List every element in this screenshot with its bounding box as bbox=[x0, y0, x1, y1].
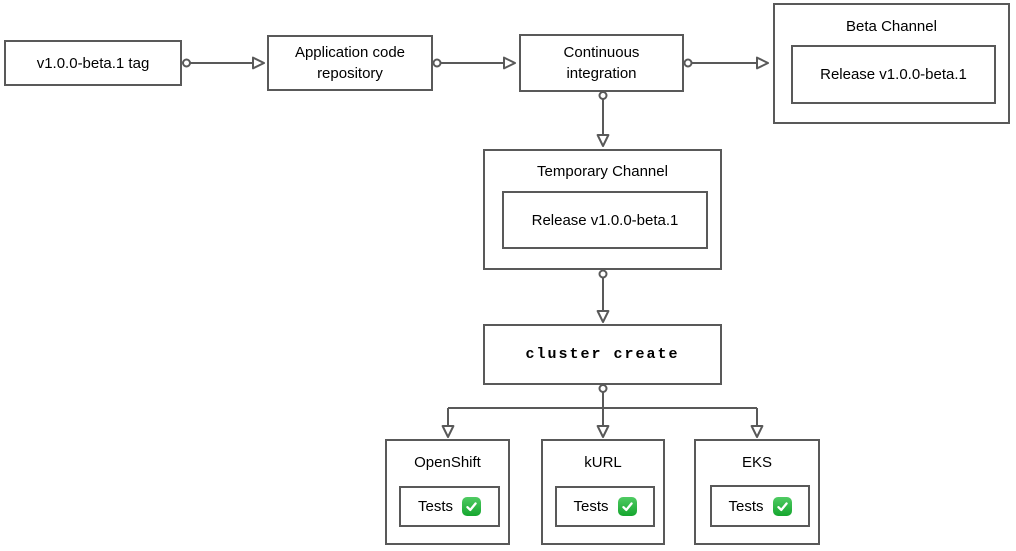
node-ci-label: Continuous integration bbox=[563, 44, 640, 82]
edge-source-dot bbox=[432, 58, 442, 68]
beta-channel-release-box: Release v1.0.0-beta.1 bbox=[791, 45, 996, 104]
arrowhead-down-icon bbox=[596, 134, 610, 147]
kurl-tests-label: Tests bbox=[573, 498, 609, 515]
openshift-tests-label: Tests bbox=[417, 498, 453, 515]
node-openshift: OpenShift Tests bbox=[385, 439, 510, 545]
kurl-tests-box: Tests bbox=[555, 486, 655, 527]
eks-tests-box: Tests bbox=[710, 485, 810, 527]
arrowhead-right-icon bbox=[756, 56, 769, 70]
edge-ci-to-beta-channel bbox=[683, 56, 769, 70]
edge-cluster-create-to-clusters bbox=[441, 384, 764, 438]
cluster-create-label: cluster create bbox=[525, 346, 680, 363]
openshift-tests-box: Tests bbox=[399, 486, 500, 527]
edge-source-dot bbox=[598, 91, 608, 100]
beta-channel-title: Beta Channel bbox=[846, 18, 937, 35]
edge-repo-to-ci bbox=[432, 56, 516, 70]
edge-source-dot bbox=[683, 58, 693, 68]
kurl-title: kURL bbox=[584, 454, 622, 471]
node-eks: EKS Tests bbox=[694, 439, 820, 545]
arrowhead-down-icon bbox=[750, 425, 764, 438]
temporary-channel-title: Temporary Channel bbox=[537, 163, 668, 180]
node-repo-label: Application code repository bbox=[294, 44, 406, 82]
temporary-channel-release-label: Release v1.0.0-beta.1 bbox=[531, 211, 679, 229]
node-kurl: kURL Tests bbox=[541, 439, 665, 545]
edge-source-dot bbox=[598, 269, 608, 279]
openshift-title: OpenShift bbox=[414, 454, 481, 471]
arrowhead-down-icon bbox=[596, 310, 610, 323]
eks-title: EKS bbox=[741, 454, 772, 471]
node-tag: v1.0.0-beta.1 tag bbox=[4, 40, 182, 86]
arrowhead-right-icon bbox=[503, 56, 516, 70]
check-mark-button-icon bbox=[617, 497, 637, 516]
beta-channel-release-label: Release v1.0.0-beta.1 bbox=[820, 66, 967, 83]
edge-temporary-channel-to-cluster-create bbox=[596, 269, 610, 323]
eks-tests-label: Tests bbox=[728, 497, 764, 515]
check-mark-button-icon bbox=[462, 497, 481, 516]
check-mark-button-icon bbox=[772, 496, 792, 516]
node-temporary-channel: Temporary Channel Release v1.0.0-beta.1 bbox=[483, 149, 722, 270]
node-cluster-create: cluster create bbox=[483, 324, 722, 385]
node-tag-label: v1.0.0-beta.1 tag bbox=[36, 54, 150, 72]
edge-tag-to-repo bbox=[182, 56, 265, 70]
node-continuous-integration: Continuous integration bbox=[519, 34, 684, 92]
temporary-channel-release-box: Release v1.0.0-beta.1 bbox=[502, 191, 708, 249]
edge-source-dot bbox=[182, 58, 191, 68]
arrowhead-right-icon bbox=[252, 56, 265, 70]
node-beta-channel: Beta Channel Release v1.0.0-beta.1 bbox=[773, 3, 1010, 124]
node-application-code-repository: Application code repository bbox=[267, 35, 433, 91]
edge-ci-to-temporary-channel bbox=[596, 91, 610, 147]
arrowhead-down-icon bbox=[596, 425, 610, 438]
arrowhead-down-icon bbox=[441, 425, 455, 438]
edge-source-dot bbox=[598, 384, 608, 393]
